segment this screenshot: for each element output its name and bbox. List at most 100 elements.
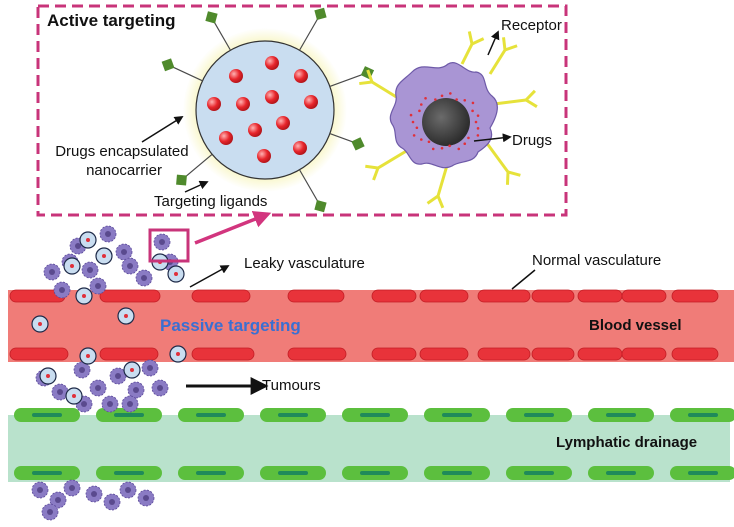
receptor [359,69,399,100]
drug-dot [471,101,475,105]
normal-vasculature-label: Normal vasculature [532,252,661,269]
tumour-cell-nucleus [127,263,133,269]
tumours-label: Tumours [262,377,321,394]
drug-dot [448,144,451,148]
ligand [314,7,327,20]
tumour-cell-nucleus [59,287,65,293]
endothelial-cell [477,289,531,303]
drug-dot [431,147,435,151]
endothelial-cell [191,289,251,303]
tumour-cell-nucleus [147,365,153,371]
nanoparticle-core [82,294,86,298]
drug-dot [440,146,444,150]
drug-ball [248,123,262,137]
tumour-cell-nucleus [55,497,61,503]
lymphatic-cell-core [32,471,62,475]
tumour-cell-nucleus [133,387,139,393]
nanoparticle-core [70,264,74,268]
tumour-cell-nucleus [115,373,121,379]
endothelial-cell [531,347,575,361]
drug-ball [293,141,307,155]
endothelial-cell [577,289,623,303]
lymphatic-cell-core [524,413,554,417]
drug-ball [219,131,233,145]
nanoparticle-core [174,272,178,276]
drug-ball [265,56,279,70]
drug-dot [418,109,421,113]
drug-dot [409,113,413,117]
tumour-cell-nucleus [121,249,127,255]
lymphatic-cell-core [32,413,62,417]
endothelial-cell [371,289,417,303]
drug-dot [449,92,452,95]
lymphatic-cell-core [114,471,144,475]
ligand [176,174,187,186]
drug-dot [457,147,461,151]
endothelial-cell [419,289,469,303]
tumour-cell-nucleus [141,275,147,281]
lymphatic-cell-core [278,413,308,417]
endothelial-cell [531,289,575,303]
drug-dot [476,114,480,117]
endothelial-cell [477,347,531,361]
tumour-cell-nucleus [87,267,93,273]
drug-dot [463,98,467,102]
drug-dot [411,120,415,124]
drug-dot [476,127,480,130]
receptor [426,161,450,209]
nanoparticle-core [102,254,106,258]
endothelial-cell [287,347,347,361]
endothelial-cell [99,289,161,303]
endothelial-cell [191,347,255,361]
tumour-cell-nucleus [125,487,131,493]
tumour-cell-nucleus [109,499,115,505]
endothelial-cell [419,347,469,361]
blood-vessel-label: Blood vessel [589,317,682,334]
zoom-box [148,228,190,263]
lymphatic-cell-core [606,413,636,417]
endothelial-cell [9,347,69,361]
tumour-cell-nucleus [47,509,53,515]
tumour-cell-nucleus [143,495,149,501]
tumour-cell-large [359,31,538,209]
lymphatic-cell-core [278,471,308,475]
tumour-cell-nucleus [105,231,111,237]
lymphatic-cell-core [688,413,718,417]
tumour-cell-nucleus [49,269,55,275]
ligand [205,11,218,24]
drug-dot [419,138,423,141]
receptor [460,31,485,65]
nanoparticle-core [130,368,134,372]
nanocarrier-label: Drugs encapsulated nanocarrier [55,143,193,179]
tumour-cell-nucleus [127,401,133,407]
lymphatic-cell-core [524,471,554,475]
inset-title: Active targeting [47,11,175,30]
nanoparticle-core [46,374,50,378]
endothelial-cell [621,289,667,303]
tumour-cell-nucleus [157,385,163,391]
nanocarrier [183,28,347,192]
nanoparticle-core [176,352,180,356]
drug-dot [440,94,444,98]
receptor [365,148,409,181]
nanoparticle-core [38,322,42,326]
endothelial-cell [671,347,719,361]
endothelial-cell [287,289,345,303]
endothelial-cell [671,289,719,303]
ligand [161,58,175,72]
nanoparticle-core [86,238,90,242]
drug-ball [276,116,290,130]
nanoparticles [31,231,187,405]
tumour-cell-nucleus [57,389,63,395]
lymphatic-cell-core [606,471,636,475]
tumour-cell-nucleus [69,485,75,491]
lymphatic-cell-core [442,471,472,475]
drug-dot [424,96,427,100]
nanoparticle-core [124,314,128,318]
leaky-vasculature-label: Leaky vasculature [244,255,365,272]
tumour-cell-nucleus [79,367,85,373]
ligands-label: Targeting ligands [154,193,267,210]
drug-dot [471,109,474,113]
tumour-cell-nucleus [91,491,97,497]
drug-dot [467,136,470,140]
